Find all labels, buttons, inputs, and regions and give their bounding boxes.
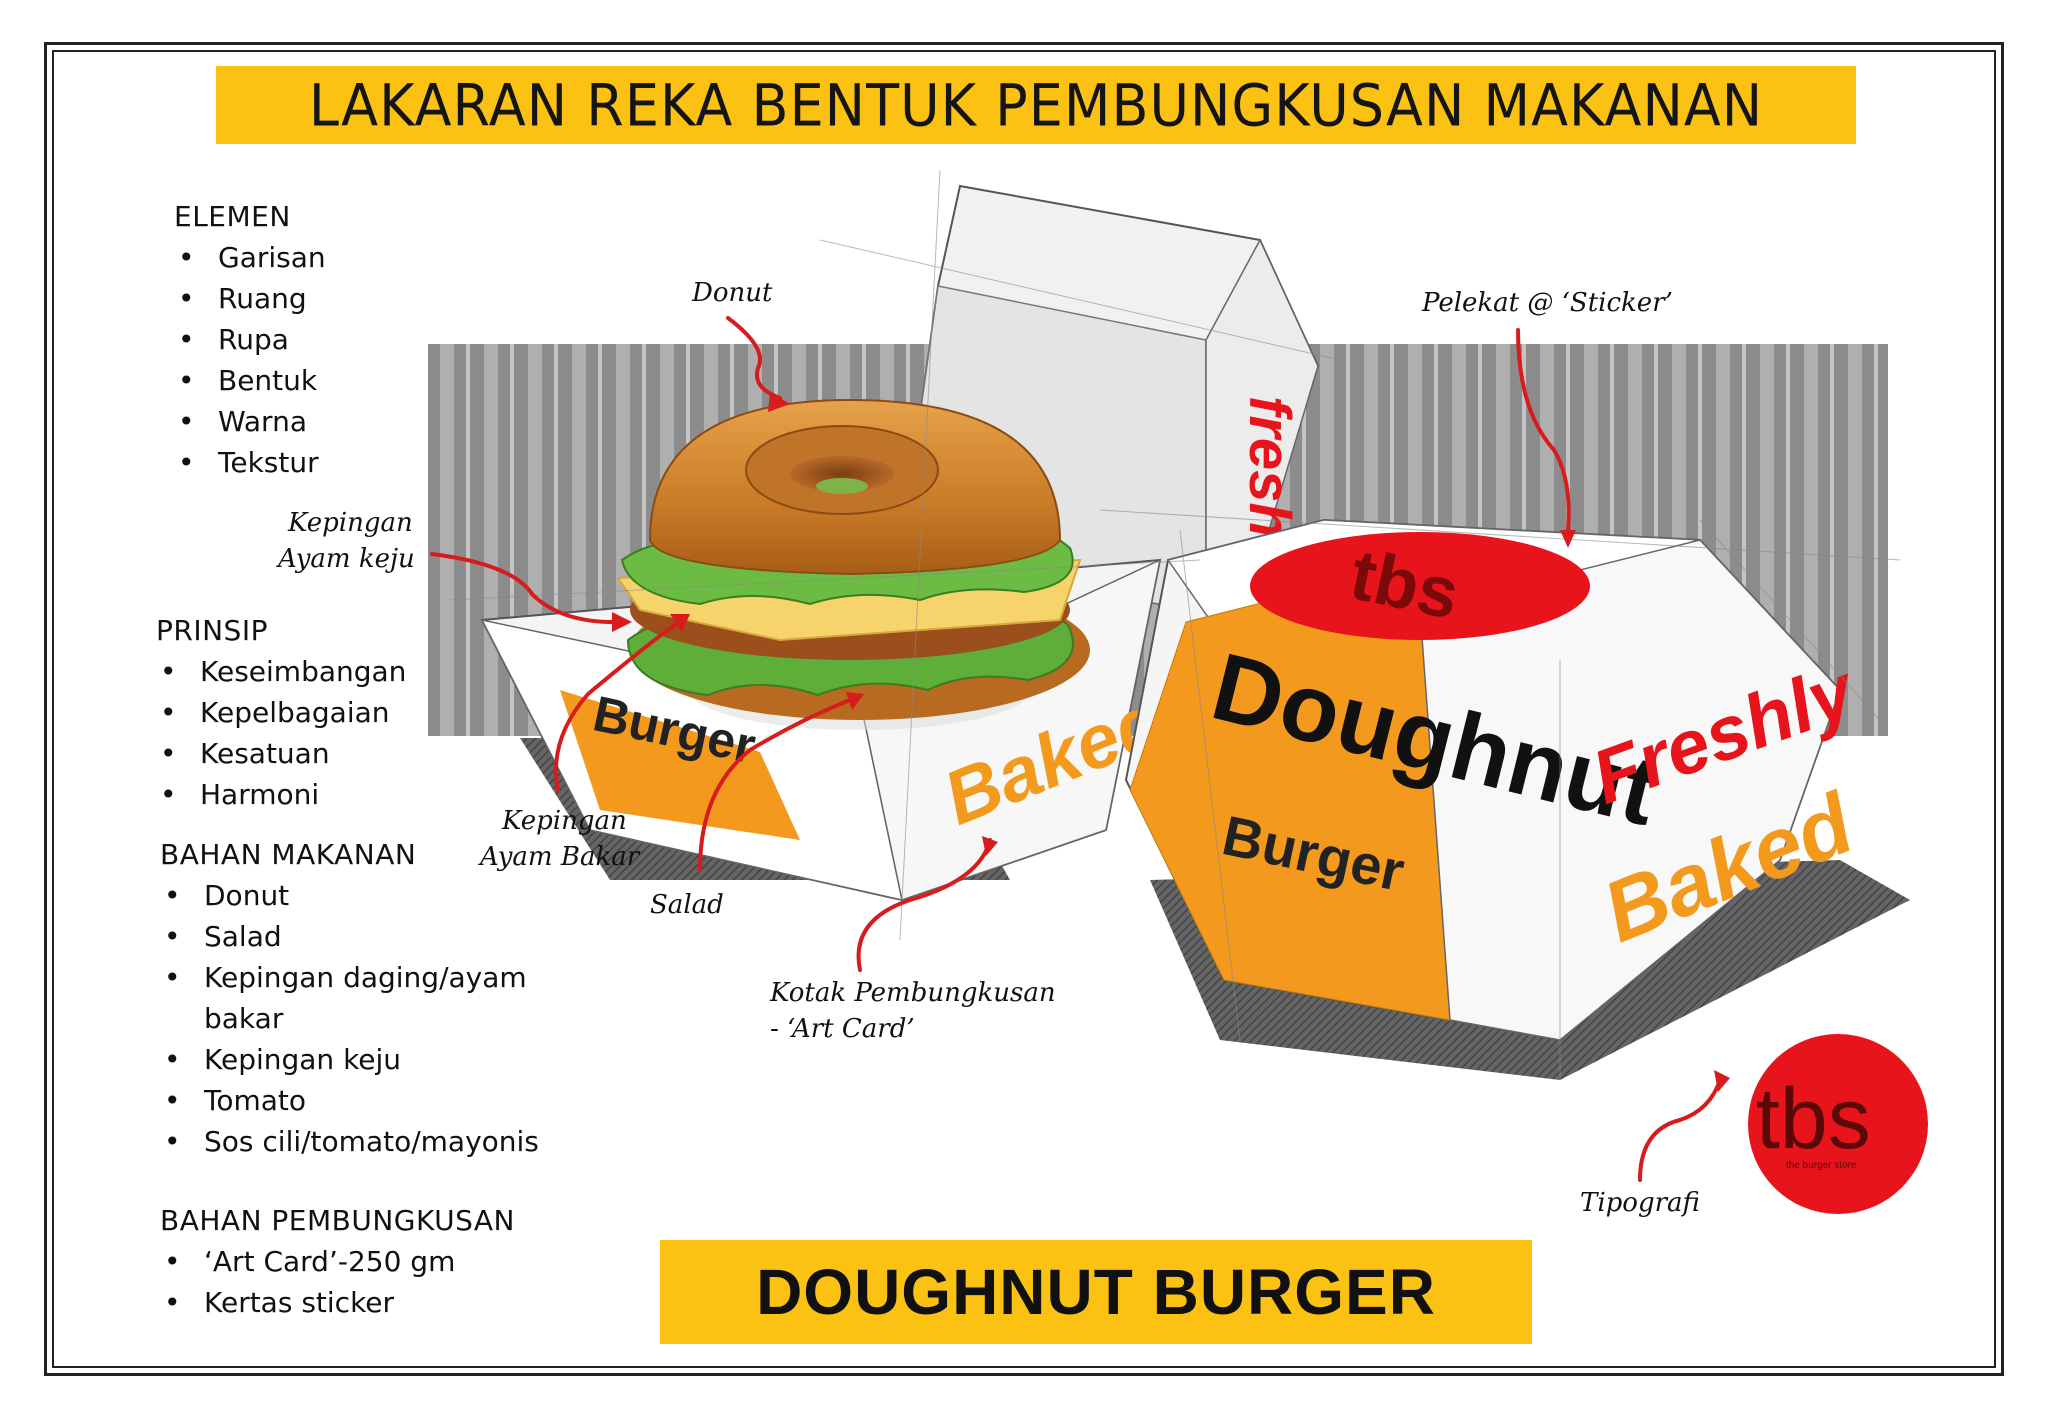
section-bahan-pembungkusan: BAHAN PEMBUNGKUSAN ‘Art Card’-250 gm Ker… (160, 1200, 515, 1323)
list-item: Garisan (174, 237, 326, 278)
list-item: Keseimbangan (156, 651, 406, 692)
list-item: ‘Art Card’-250 gm (160, 1241, 515, 1282)
list-item: Kesatuan (156, 733, 406, 774)
annot-keju-line2: Ayam keju (278, 544, 415, 574)
list-item: Donut (160, 875, 539, 916)
title-banner: LAKARAN REKA BENTUK PEMBUNGKUSAN MAKANAN (216, 66, 1856, 144)
annotation-arrows (430, 316, 1722, 1182)
doughnut-burger-illustration (616, 398, 1090, 730)
list-item: Sos cili/tomato/mayonis (160, 1121, 539, 1162)
section-bahan-makanan: BAHAN MAKANAN Donut Salad Kepingan dagin… (160, 834, 539, 1162)
arrow-salad (698, 698, 852, 872)
arrow-tipografi (1638, 1078, 1722, 1182)
top-sticker (1250, 532, 1590, 640)
list-item-continuation: bakar (204, 1002, 284, 1035)
outer-frame (44, 42, 2004, 1376)
list-item: Tekstur (174, 442, 326, 483)
list-item: Bentuk (174, 360, 326, 401)
inner-frame (52, 50, 1996, 1368)
annot-kotak-line1: Kotak Pembungkusan (770, 978, 1056, 1008)
bahan-makanan-heading: BAHAN MAKANAN (160, 838, 417, 871)
list-item: Ruang (174, 278, 326, 319)
page-title: LAKARAN REKA BENTUK PEMBUNGKUSAN MAKANAN (308, 70, 1764, 140)
footer-banner: DOUGHNUT BURGER (660, 1240, 1532, 1344)
list-item: Salad (160, 916, 539, 957)
list-item: Kertas sticker (160, 1282, 515, 1323)
arrow-heads (612, 392, 1730, 1092)
annot-donut: Donut (692, 278, 773, 308)
elemen-heading: ELEMEN (174, 200, 291, 233)
arrow-sticker (1516, 328, 1571, 532)
list-item: Rupa (174, 319, 326, 360)
product-name: DOUGHNUT BURGER (756, 1256, 1436, 1328)
arrow-kotak (856, 838, 992, 972)
section-elemen: ELEMEN Garisan Ruang Rupa Bentuk Warna T… (174, 196, 326, 483)
left-box-orange-band (560, 690, 800, 840)
annot-bakar-line2: Ayam Bakar (480, 842, 640, 872)
list-item: Kepingan daging/ayam (160, 957, 539, 998)
arrow-keju (430, 552, 624, 625)
arrow-bakar (554, 622, 678, 792)
list-item: Warna (174, 401, 326, 442)
sketch-guidelines (449, 169, 1901, 1080)
section-prinsip: PRINSIP Keseimbangan Kepelbagaian Kesatu… (156, 610, 406, 815)
annot-tipografi: Tipografi (1580, 1188, 1700, 1218)
list-item: Tomato (160, 1080, 539, 1121)
annot-kotak-line2: - ‘Art Card’ (770, 1014, 915, 1044)
annot-keju-line1: Kepingan (288, 508, 413, 538)
list-item: Kepingan keju (160, 1039, 539, 1080)
annot-salad: Salad (650, 890, 724, 920)
list-item: Kepelbagaian (156, 692, 406, 733)
tbs-logo-circle (1748, 1034, 1928, 1214)
annot-bakar-line1: Kepingan (502, 806, 627, 836)
tbs-logo-text: tbs (1756, 1071, 1871, 1167)
annot-sticker: Pelekat @ ‘Sticker’ (1422, 288, 1673, 318)
tbs-logo-subtext: the burger store (1786, 1160, 1857, 1171)
arrow-donut (726, 316, 782, 400)
list-item: Harmoni (156, 774, 406, 815)
bahan-pembungkusan-heading: BAHAN PEMBUNGKUSAN (160, 1204, 515, 1237)
prinsip-heading: PRINSIP (156, 614, 268, 647)
